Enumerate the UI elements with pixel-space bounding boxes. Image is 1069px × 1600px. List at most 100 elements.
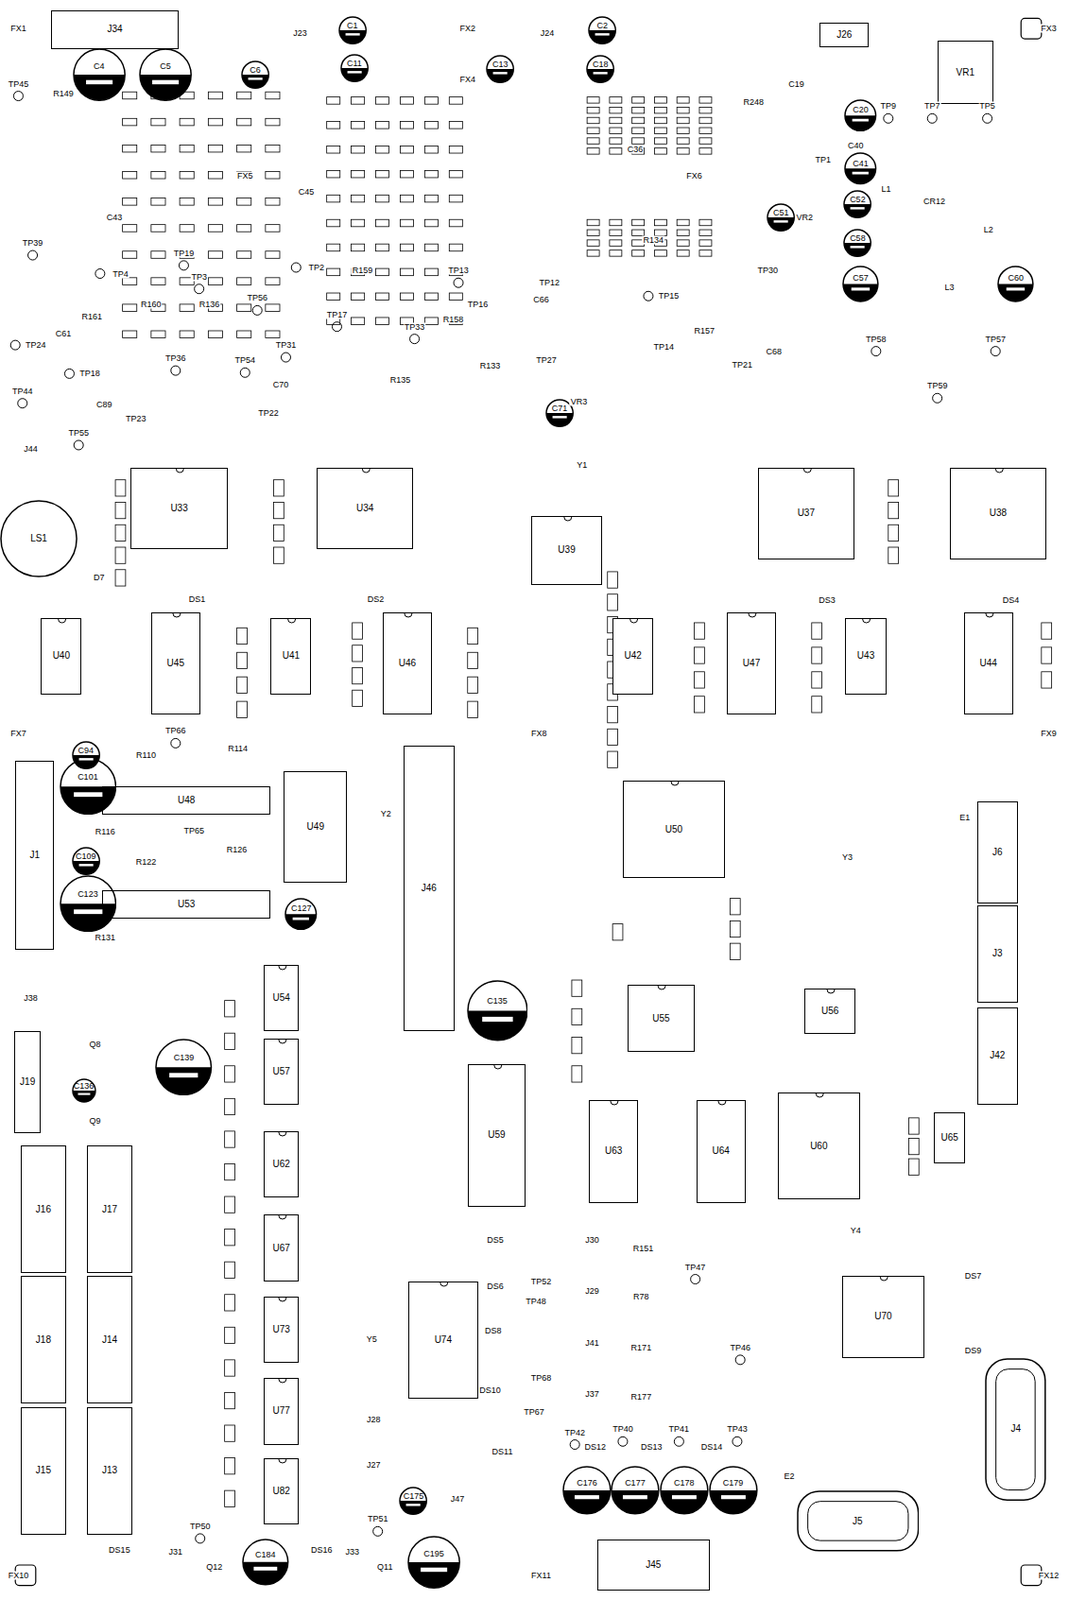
test-point — [927, 113, 937, 123]
silkscreen-label: FX3 — [1039, 24, 1058, 34]
part-designator: J1 — [29, 850, 40, 861]
silkscreen-label: TP33 — [403, 322, 427, 331]
component-outline: J13 — [86, 1407, 134, 1535]
footprint — [632, 137, 645, 144]
ic-package: U64 — [696, 1100, 746, 1203]
footprint — [327, 194, 341, 203]
outline — [708, 1465, 759, 1516]
ic-package: U62 — [263, 1131, 300, 1198]
silkscreen-label: TP18 — [78, 369, 102, 379]
silkscreen-label: FX7 — [9, 728, 28, 738]
silkscreen-label: J31 — [168, 1547, 185, 1556]
footprint — [699, 148, 712, 155]
d-sub-connector: J5 — [796, 1490, 920, 1552]
outline — [407, 1535, 461, 1589]
footprint — [586, 148, 600, 155]
silkscreen-label: TP39 — [21, 239, 45, 248]
footprint — [327, 219, 341, 227]
footprint — [699, 240, 712, 246]
part-designator: C94 — [77, 746, 94, 756]
test-point — [17, 398, 28, 409]
footprint — [632, 97, 645, 104]
silkscreen-label: DS16 — [310, 1545, 334, 1554]
footprint — [265, 91, 280, 100]
silkscreen-label: TP16 — [466, 299, 490, 309]
silkscreen-label: DS10 — [478, 1386, 502, 1396]
part-designator: J5 — [852, 1517, 863, 1527]
ic-package: U41 — [270, 618, 311, 695]
part-designator: J3 — [992, 948, 1003, 959]
silkscreen-label: TP36 — [164, 354, 188, 363]
silkscreen-label: TP17 — [326, 310, 349, 319]
part-designator: VR1 — [956, 68, 975, 78]
footprint — [467, 627, 479, 644]
footprint — [237, 304, 252, 312]
footprint — [351, 145, 365, 154]
footprint — [352, 622, 363, 639]
outline — [284, 897, 318, 932]
footprint — [676, 229, 690, 236]
silkscreen-label: DS2 — [366, 595, 386, 604]
silkscreen-label: DS6 — [485, 1282, 505, 1292]
footprint — [632, 219, 645, 225]
test-point — [171, 365, 181, 376]
outline — [338, 16, 367, 45]
part-designator: U40 — [52, 651, 70, 661]
capacitor: C57 — [842, 265, 880, 303]
part-designator: J19 — [19, 1077, 35, 1087]
outline — [562, 1465, 612, 1516]
footprint — [676, 240, 690, 246]
test-point — [990, 346, 1001, 357]
footprint — [351, 317, 365, 326]
footprint — [676, 97, 690, 104]
footprint — [694, 696, 706, 713]
part-designator: C6 — [249, 66, 261, 75]
test-point — [373, 1526, 383, 1536]
part-designator: J6 — [992, 847, 1003, 858]
footprint — [224, 1098, 236, 1115]
footprint — [122, 91, 138, 100]
footprint — [908, 1158, 919, 1175]
footprint — [351, 194, 365, 203]
outline — [610, 1465, 660, 1516]
footprint — [207, 198, 223, 207]
capacitor: C6 — [241, 60, 270, 89]
part-designator: J42 — [989, 1051, 1005, 1061]
footprint — [676, 106, 690, 113]
test-point — [732, 1436, 742, 1447]
silkscreen-label: TP3 — [189, 272, 208, 281]
part-designator: U54 — [272, 993, 290, 1003]
footprint — [424, 293, 438, 301]
silkscreen-label: E2 — [783, 1472, 796, 1482]
footprint — [351, 293, 365, 301]
footprint — [586, 117, 600, 123]
outline — [997, 265, 1035, 303]
component-outline: VR1 — [937, 40, 994, 104]
footprint — [586, 106, 600, 113]
part-designator: C123 — [77, 890, 99, 899]
footprint — [151, 330, 166, 339]
component-outline: J26 — [819, 22, 869, 48]
footprint — [888, 501, 899, 518]
silkscreen-label: TP27 — [534, 356, 558, 365]
ic-package: U44 — [964, 612, 1014, 715]
silkscreen-label: Y1 — [575, 460, 588, 469]
ic-package: U33 — [130, 467, 228, 550]
ic-package: U40 — [40, 618, 82, 695]
footprint — [376, 243, 390, 252]
d-sub-connector: J4 — [984, 1358, 1047, 1501]
footprint — [122, 118, 138, 126]
footprint — [179, 144, 194, 153]
footprint — [424, 121, 438, 130]
outline — [398, 1486, 428, 1516]
test-point — [171, 738, 181, 748]
part-designator: U64 — [711, 1146, 729, 1156]
footprint — [609, 219, 622, 225]
footprint — [376, 145, 390, 154]
footprint — [467, 676, 479, 693]
footprint — [179, 118, 194, 126]
footprint — [224, 1458, 236, 1475]
footprint — [376, 170, 390, 178]
part-designator: C4 — [93, 62, 105, 71]
component-outline: J45 — [597, 1539, 710, 1591]
